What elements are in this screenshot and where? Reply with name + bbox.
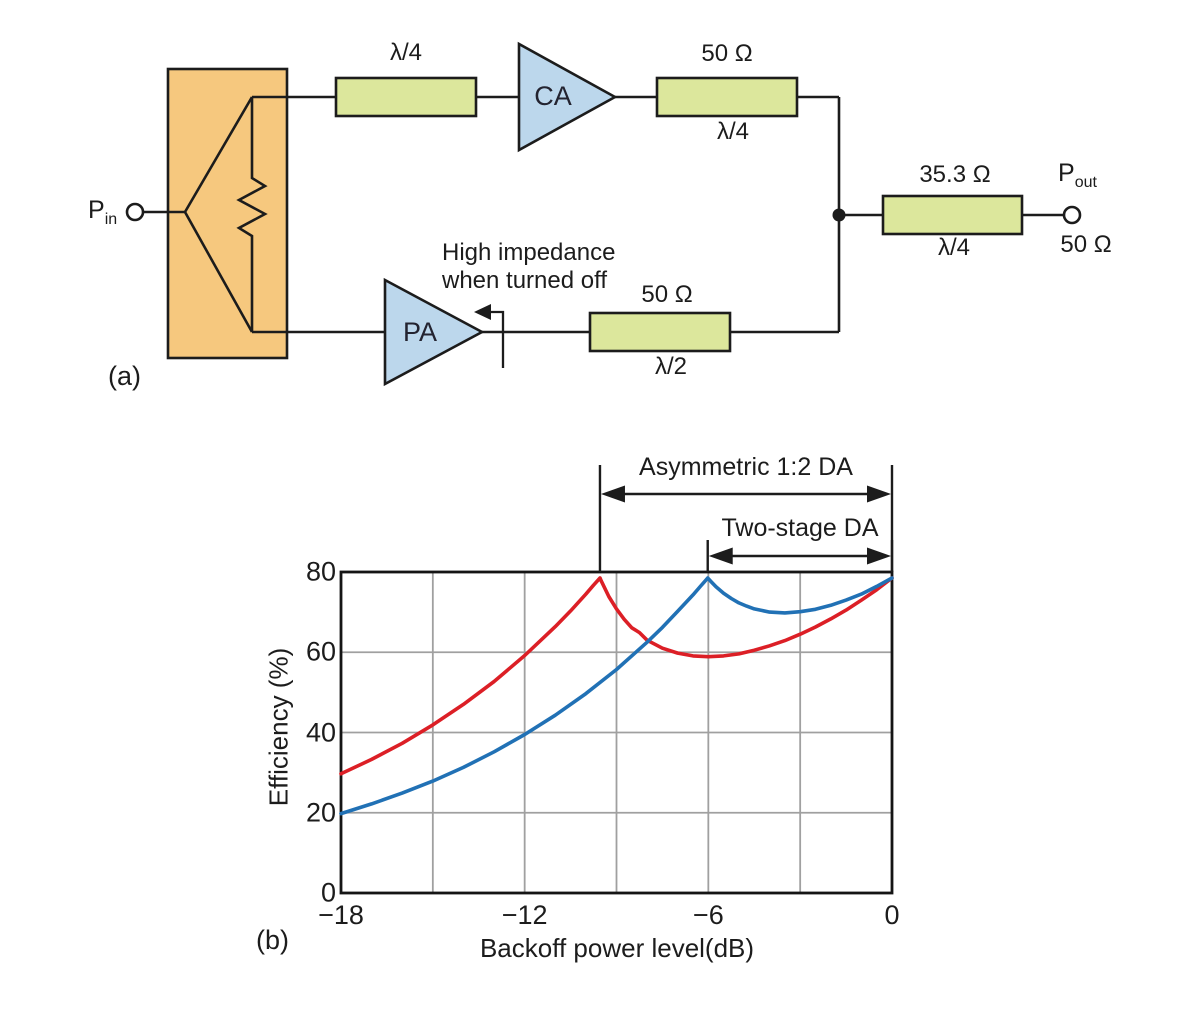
power-splitter-box [166, 67, 289, 360]
schematic [125, 41, 1082, 387]
x-tick-label: 0 [884, 900, 900, 930]
annotation-asymmetric-da-label: Asymmetric 1:2 DA [639, 453, 853, 481]
carrier-amp-label: CA [534, 81, 572, 111]
x-tick-label: −18 [318, 900, 364, 930]
tline-input-quarter-label: λ/4 [389, 39, 423, 66]
input-terminal-icon [125, 202, 145, 222]
arrowhead-left-icon [708, 547, 733, 565]
tline-carrier-out-length-label: λ/4 [716, 118, 750, 145]
output-load-label: 50 Ω [1060, 231, 1112, 258]
carrier-amp-triangle [517, 41, 618, 153]
y-axis-title: Efficiency (%) [263, 647, 294, 807]
x-tick-label: −6 [692, 900, 724, 930]
tline-input-quarter-box [334, 76, 478, 118]
tline-peaking-out-box [588, 311, 732, 353]
panel-a-label: (a) [108, 361, 141, 391]
tline-output-transformer-box [881, 194, 1024, 236]
tline-peaking-out-impedance-label: 50 Ω [641, 281, 693, 308]
high-impedance-note-line2: when turned off [442, 267, 608, 294]
high-impedance-note-line1: High impedance [442, 239, 616, 266]
peaking-amp-label: PA [402, 317, 438, 347]
panel-b-label: (b) [256, 925, 289, 955]
impedance-arrowhead-icon [474, 304, 491, 320]
arrowhead-left-icon [600, 485, 625, 503]
output-transformer-impedance-label: 35.3 Ω [919, 161, 991, 188]
y-tick-label: 0 [320, 877, 336, 908]
output-transformer-length-label: λ/4 [937, 234, 971, 261]
chart-curves [339, 576, 894, 816]
tline-carrier-out-impedance-label: 50 Ω [701, 40, 753, 67]
y-tick-label: 80 [305, 556, 336, 587]
input-port-label: Pin [88, 196, 118, 228]
high-impedance-note: High impedance when turned off [442, 239, 615, 295]
y-tick-label: 40 [305, 717, 336, 747]
curve-two-stage-da [339, 576, 894, 816]
splitter-branches [183, 96, 254, 333]
isolation-resistor [236, 97, 268, 332]
output-terminal-icon [1062, 205, 1082, 225]
annotation-two-stage-da-label: Two-stage DA [721, 514, 879, 542]
x-tick-label: −12 [501, 900, 548, 930]
x-axis-title: Backoff power level(dB) [479, 933, 755, 963]
peaking-amp-triangle [383, 277, 485, 387]
chart-annotation-arrows [598, 465, 894, 572]
curve-asymmetric-1-2-da [339, 576, 894, 776]
impedance-pointer-line [489, 310, 505, 368]
y-tick-label: 20 [305, 797, 336, 828]
arrowhead-right-icon [867, 485, 891, 503]
chart-frame [339, 570, 894, 895]
y-tick-label: 60 [305, 636, 336, 667]
tline-peaking-out-length-label: λ/2 [654, 353, 688, 380]
output-port-label: Pout [1058, 159, 1097, 191]
arrowhead-right-icon [867, 547, 891, 565]
junction-dot-icon [832, 208, 846, 222]
tline-carrier-out-box [655, 76, 799, 118]
